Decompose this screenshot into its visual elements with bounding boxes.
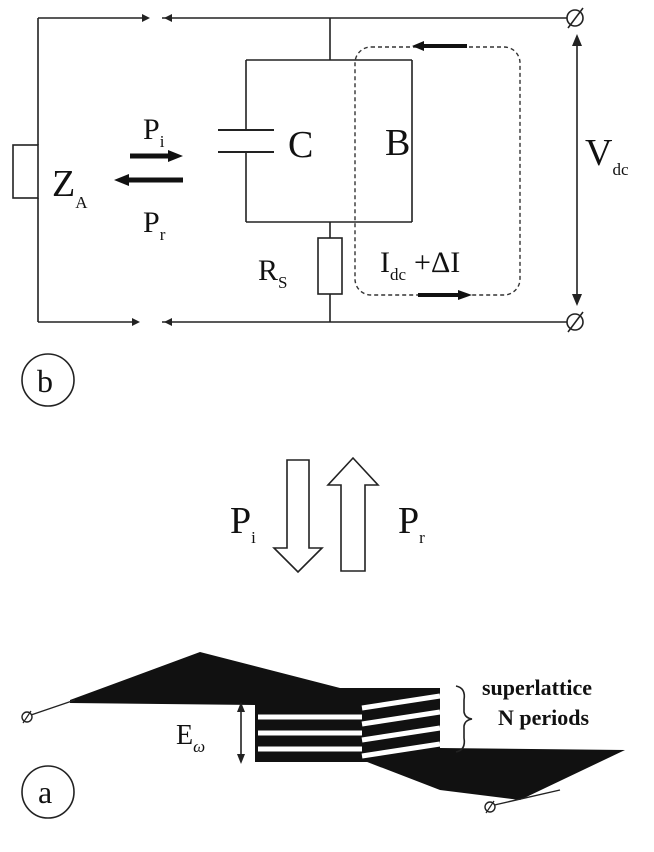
- panel-b-label: b: [37, 363, 53, 399]
- power-arrows: Pi Pr: [230, 456, 425, 574]
- arrow-pr-up: [326, 456, 380, 572]
- label-pr-arrow: Pr: [398, 500, 425, 547]
- terminal-top-slash: [567, 7, 584, 29]
- label-c: C: [288, 124, 313, 166]
- vdc-arrowhead-up: [572, 34, 582, 46]
- sl-stripe-6: [361, 725, 441, 743]
- label-vdc: Vdc: [585, 132, 629, 179]
- lead-right: [489, 789, 561, 807]
- lead-right-slash: [485, 800, 495, 814]
- label-pr-circuit: Pr: [143, 206, 166, 244]
- label-b: B: [385, 122, 410, 164]
- terminal-bottom-slash: [567, 311, 584, 333]
- panel-a-circle: [21, 765, 75, 819]
- arrow-pi-down: [272, 459, 324, 574]
- arrowhead-bottom-left: [132, 318, 140, 326]
- panel-a-label: a: [38, 774, 52, 810]
- band-diagram-panel-a: Eω superlattice N periods a: [21, 652, 625, 819]
- impedance-za-box: [12, 144, 39, 199]
- sl-stripe-4: [361, 693, 441, 711]
- label-e-omega: Eω: [176, 720, 205, 756]
- current-arrowhead-top: [412, 41, 424, 51]
- arrowhead-top-right: [164, 14, 172, 22]
- arrowhead-top-left: [142, 14, 150, 22]
- lead-left: [27, 699, 76, 717]
- label-idc: Idc+ΔI: [380, 246, 460, 284]
- e-omega-arrowhead-up: [237, 702, 245, 712]
- label-superlattice: superlattice: [482, 675, 592, 700]
- label-za: ZA: [52, 163, 88, 212]
- label-pi-arrow: Pi: [230, 500, 256, 547]
- lead-left-slash: [22, 710, 32, 724]
- circuit-panel-b: ZA Pi Pr Vdc C B: [12, 7, 629, 407]
- superlattice-brace: [455, 685, 473, 753]
- current-arrowhead-bottom: [458, 290, 472, 300]
- arrowhead-bottom-right: [164, 318, 172, 326]
- upper-band: [70, 652, 440, 705]
- label-rs: RS: [258, 254, 287, 292]
- arrowhead-pr-left: [114, 174, 129, 186]
- panel-b-circle: [21, 353, 75, 407]
- label-pi-circuit: Pi: [143, 113, 165, 151]
- e-omega-arrowhead-down: [237, 754, 245, 764]
- vdc-arrowhead-down: [572, 294, 582, 306]
- sl-stripe-5: [361, 709, 441, 727]
- label-n-periods: N periods: [498, 705, 590, 730]
- sl-stripe-7: [361, 741, 441, 759]
- resistor-rs: [317, 237, 343, 295]
- arrowhead-pi-right: [168, 150, 183, 162]
